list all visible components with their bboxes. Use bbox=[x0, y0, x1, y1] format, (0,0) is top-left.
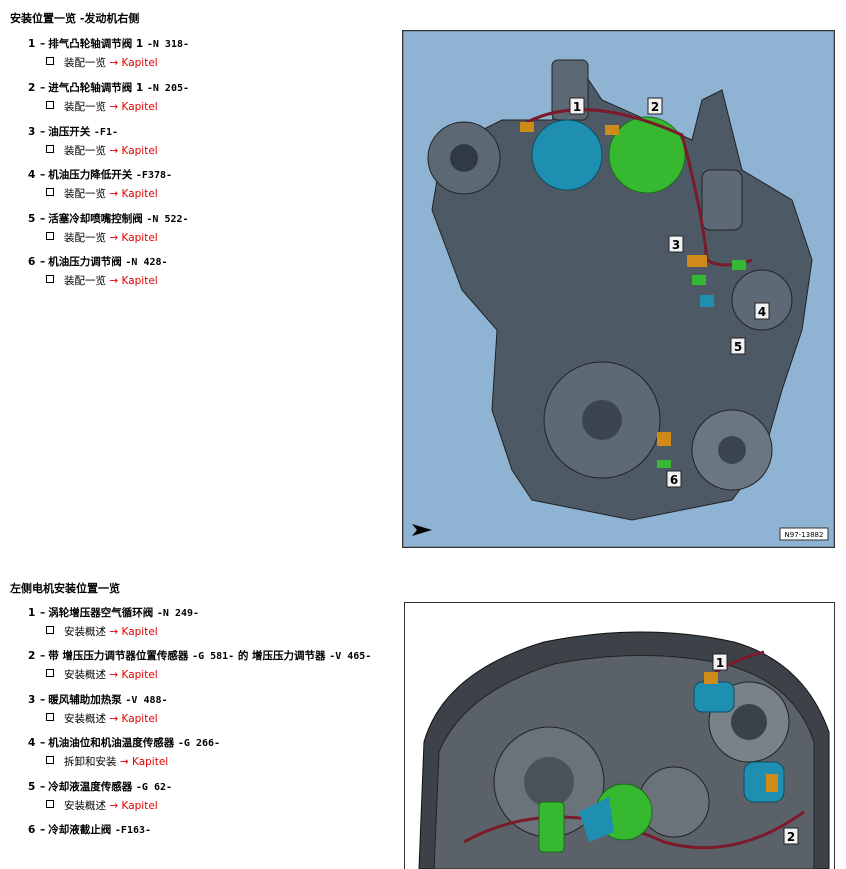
bullet-box-icon bbox=[46, 145, 54, 153]
bullet-box-icon bbox=[46, 101, 54, 109]
sub-item: 装配一览 → Kapitel bbox=[46, 230, 158, 245]
list-item: 5–活塞冷却喷嘴控制阀 -N 522- bbox=[28, 213, 189, 225]
bullet-box-icon bbox=[46, 756, 54, 764]
kapitel-link[interactable]: Kapitel bbox=[121, 275, 158, 287]
list-item: 4–机油压力降低开关 -F378- bbox=[28, 169, 173, 181]
sub-item: 装配一览 → Kapitel bbox=[46, 186, 158, 201]
svg-text:1: 1 bbox=[716, 656, 724, 670]
list-item: 2–进气凸轮轴调节阀 1 -N 205- bbox=[28, 82, 190, 94]
figure-code: N97-13882 bbox=[785, 531, 824, 539]
svg-text:4: 4 bbox=[758, 305, 766, 319]
svg-text:3: 3 bbox=[672, 238, 680, 252]
engine-right-figure: 1 2 3 4 5 6 N97-13882 bbox=[402, 30, 835, 548]
svg-text:5: 5 bbox=[734, 340, 742, 354]
callout-2: 2 bbox=[783, 827, 799, 845]
engine-left-figure: 1 2 bbox=[404, 602, 835, 869]
kapitel-link[interactable]: Kapitel bbox=[121, 800, 158, 812]
bullet-box-icon bbox=[46, 713, 54, 721]
bullet-box-icon bbox=[46, 188, 54, 196]
sub-item: 装配一览 → Kapitel bbox=[46, 273, 158, 288]
svg-text:2: 2 bbox=[651, 100, 659, 114]
kapitel-link[interactable]: Kapitel bbox=[121, 232, 158, 244]
section-title: 左侧电机安装位置一览 bbox=[10, 582, 120, 595]
svg-text:6: 6 bbox=[670, 473, 678, 487]
bullet-box-icon bbox=[46, 669, 54, 677]
list-item: 6–冷却液截止阀 -F163- bbox=[28, 824, 152, 836]
kapitel-link[interactable]: Kapitel bbox=[121, 669, 158, 681]
list-item: 5–冷却液温度传感器 -G 62- bbox=[28, 781, 173, 793]
intake-cam-adjuster-part bbox=[608, 116, 686, 194]
callout-1: 1 bbox=[712, 653, 728, 671]
bullet-box-icon bbox=[46, 275, 54, 283]
list-item: 2–带 增压压力调节器位置传感器 -G 581- 的 增压压力调节器 -V 46… bbox=[28, 650, 372, 662]
kapitel-link[interactable]: Kapitel bbox=[121, 626, 158, 638]
kapitel-link[interactable]: Kapitel bbox=[121, 145, 158, 157]
sub-item: 拆卸和安装 → Kapitel bbox=[46, 754, 168, 769]
svg-text:2: 2 bbox=[787, 830, 795, 844]
list-item: 1–排气凸轮轴调节阀 1 -N 318- bbox=[28, 38, 190, 50]
svg-text:1: 1 bbox=[573, 100, 581, 114]
section-title: 安装位置一览 -发动机右侧 bbox=[10, 12, 140, 25]
exhaust-cam-adjuster-part bbox=[531, 119, 603, 191]
direction-arrow-icon bbox=[412, 524, 432, 536]
kapitel-link[interactable]: Kapitel bbox=[132, 756, 169, 768]
sub-item: 安装概述 → Kapitel bbox=[46, 711, 158, 726]
callout-5: 5 bbox=[730, 337, 746, 355]
callout-4: 4 bbox=[754, 302, 770, 320]
bullet-box-icon bbox=[46, 626, 54, 634]
sub-item: 装配一览 → Kapitel bbox=[46, 143, 158, 158]
callout-3: 3 bbox=[668, 235, 684, 253]
sub-item: 装配一览 → Kapitel bbox=[46, 55, 158, 70]
kapitel-link[interactable]: Kapitel bbox=[121, 713, 158, 725]
sub-item: 安装概述 → Kapitel bbox=[46, 624, 158, 639]
callout-6: 6 bbox=[666, 470, 682, 488]
list-item: 4–机油油位和机油温度传感器 -G 266- bbox=[28, 737, 221, 749]
sub-item: 安装概述 → Kapitel bbox=[46, 667, 158, 682]
kapitel-link[interactable]: Kapitel bbox=[121, 188, 158, 200]
callout-2: 2 bbox=[647, 97, 663, 115]
list-item: 1–涡轮增压器空气循环阀 -N 249- bbox=[28, 607, 200, 619]
list-item: 3–油压开关 -F1- bbox=[28, 126, 118, 138]
bullet-box-icon bbox=[46, 232, 54, 240]
list-item: 6–机油压力调节阀 -N 428- bbox=[28, 256, 168, 268]
kapitel-link[interactable]: Kapitel bbox=[121, 101, 158, 113]
bullet-box-icon bbox=[46, 57, 54, 65]
bullet-box-icon bbox=[46, 800, 54, 808]
sub-item: 安装概述 → Kapitel bbox=[46, 798, 158, 813]
sub-item: 装配一览 → Kapitel bbox=[46, 99, 158, 114]
kapitel-link[interactable]: Kapitel bbox=[121, 57, 158, 69]
callout-1: 1 bbox=[569, 97, 585, 115]
list-item: 3–暖风辅助加热泵 -V 488- bbox=[28, 694, 168, 706]
